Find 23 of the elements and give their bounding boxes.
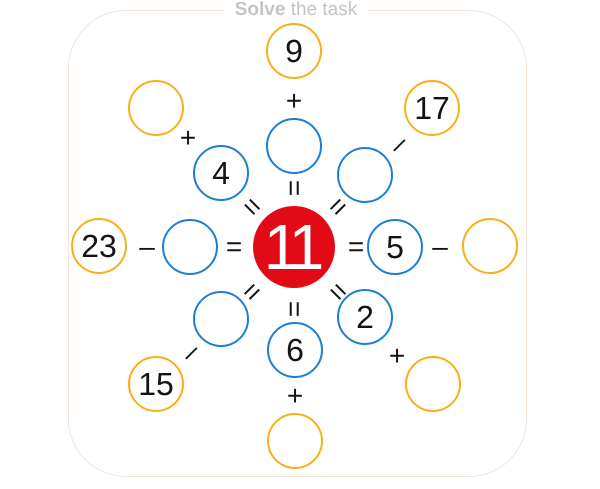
- minus-sign: –: [174, 336, 206, 368]
- minus-sign: –: [139, 233, 155, 261]
- number: 17: [414, 92, 450, 124]
- plus-sign: +: [180, 124, 196, 152]
- equals-sign: =: [280, 300, 308, 318]
- plus-sign: +: [388, 342, 406, 370]
- number: 9: [285, 35, 303, 67]
- minus-sign: –: [382, 128, 414, 160]
- minus-sign: –: [432, 233, 448, 261]
- number: 5: [386, 231, 404, 263]
- equals-sign: =: [322, 276, 354, 308]
- equals-sign: =: [322, 191, 354, 223]
- number: 15: [138, 368, 174, 400]
- equals-sign: =: [348, 233, 364, 261]
- number: 4: [212, 157, 230, 189]
- equals-sign: =: [236, 276, 268, 308]
- equals-sign: =: [226, 233, 242, 261]
- plus-sign: +: [286, 87, 302, 115]
- number: 6: [286, 334, 304, 366]
- equals-sign: =: [280, 180, 308, 196]
- number: 23: [81, 230, 117, 262]
- plus-sign: +: [286, 382, 304, 410]
- number: 2: [356, 301, 374, 333]
